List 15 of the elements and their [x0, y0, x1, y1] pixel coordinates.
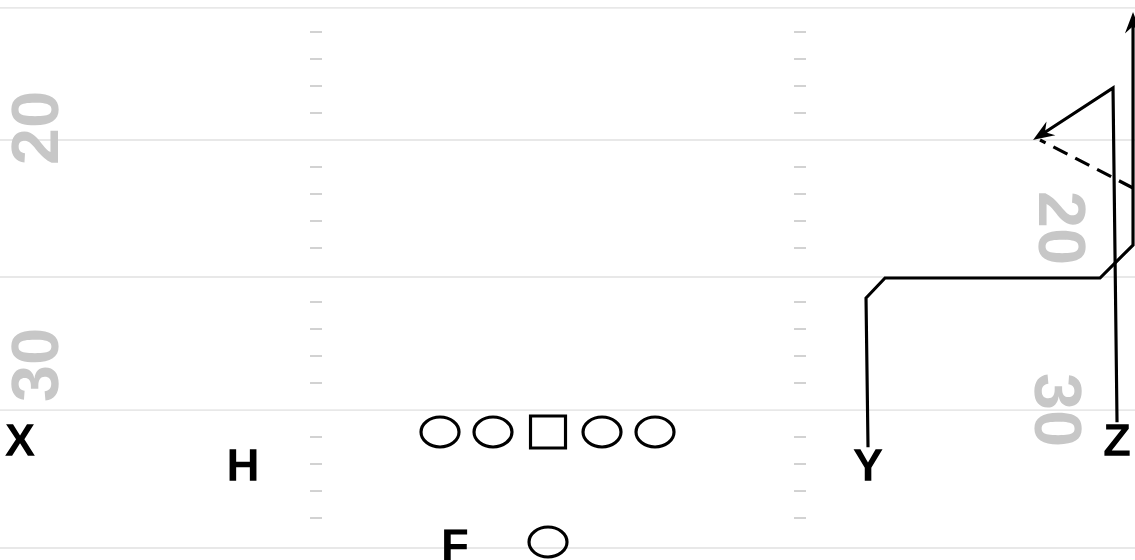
- player-circle: [419, 415, 461, 449]
- player-letter: H: [229, 449, 257, 481]
- player-circle: [581, 415, 623, 449]
- player-letter: X: [5, 424, 35, 456]
- center-square: [528, 414, 568, 450]
- player-circle: [472, 415, 514, 449]
- player-circle: [634, 415, 676, 449]
- player-circle: [527, 525, 569, 559]
- player-letter: F: [444, 529, 468, 560]
- player-letter: Z: [1104, 424, 1130, 456]
- yard-number: 20: [11, 93, 59, 163]
- yard-number: 30: [1034, 374, 1082, 445]
- yard-number: 20: [1038, 193, 1086, 263]
- player-letter: Y: [853, 449, 883, 481]
- yard-number: 30: [11, 330, 59, 401]
